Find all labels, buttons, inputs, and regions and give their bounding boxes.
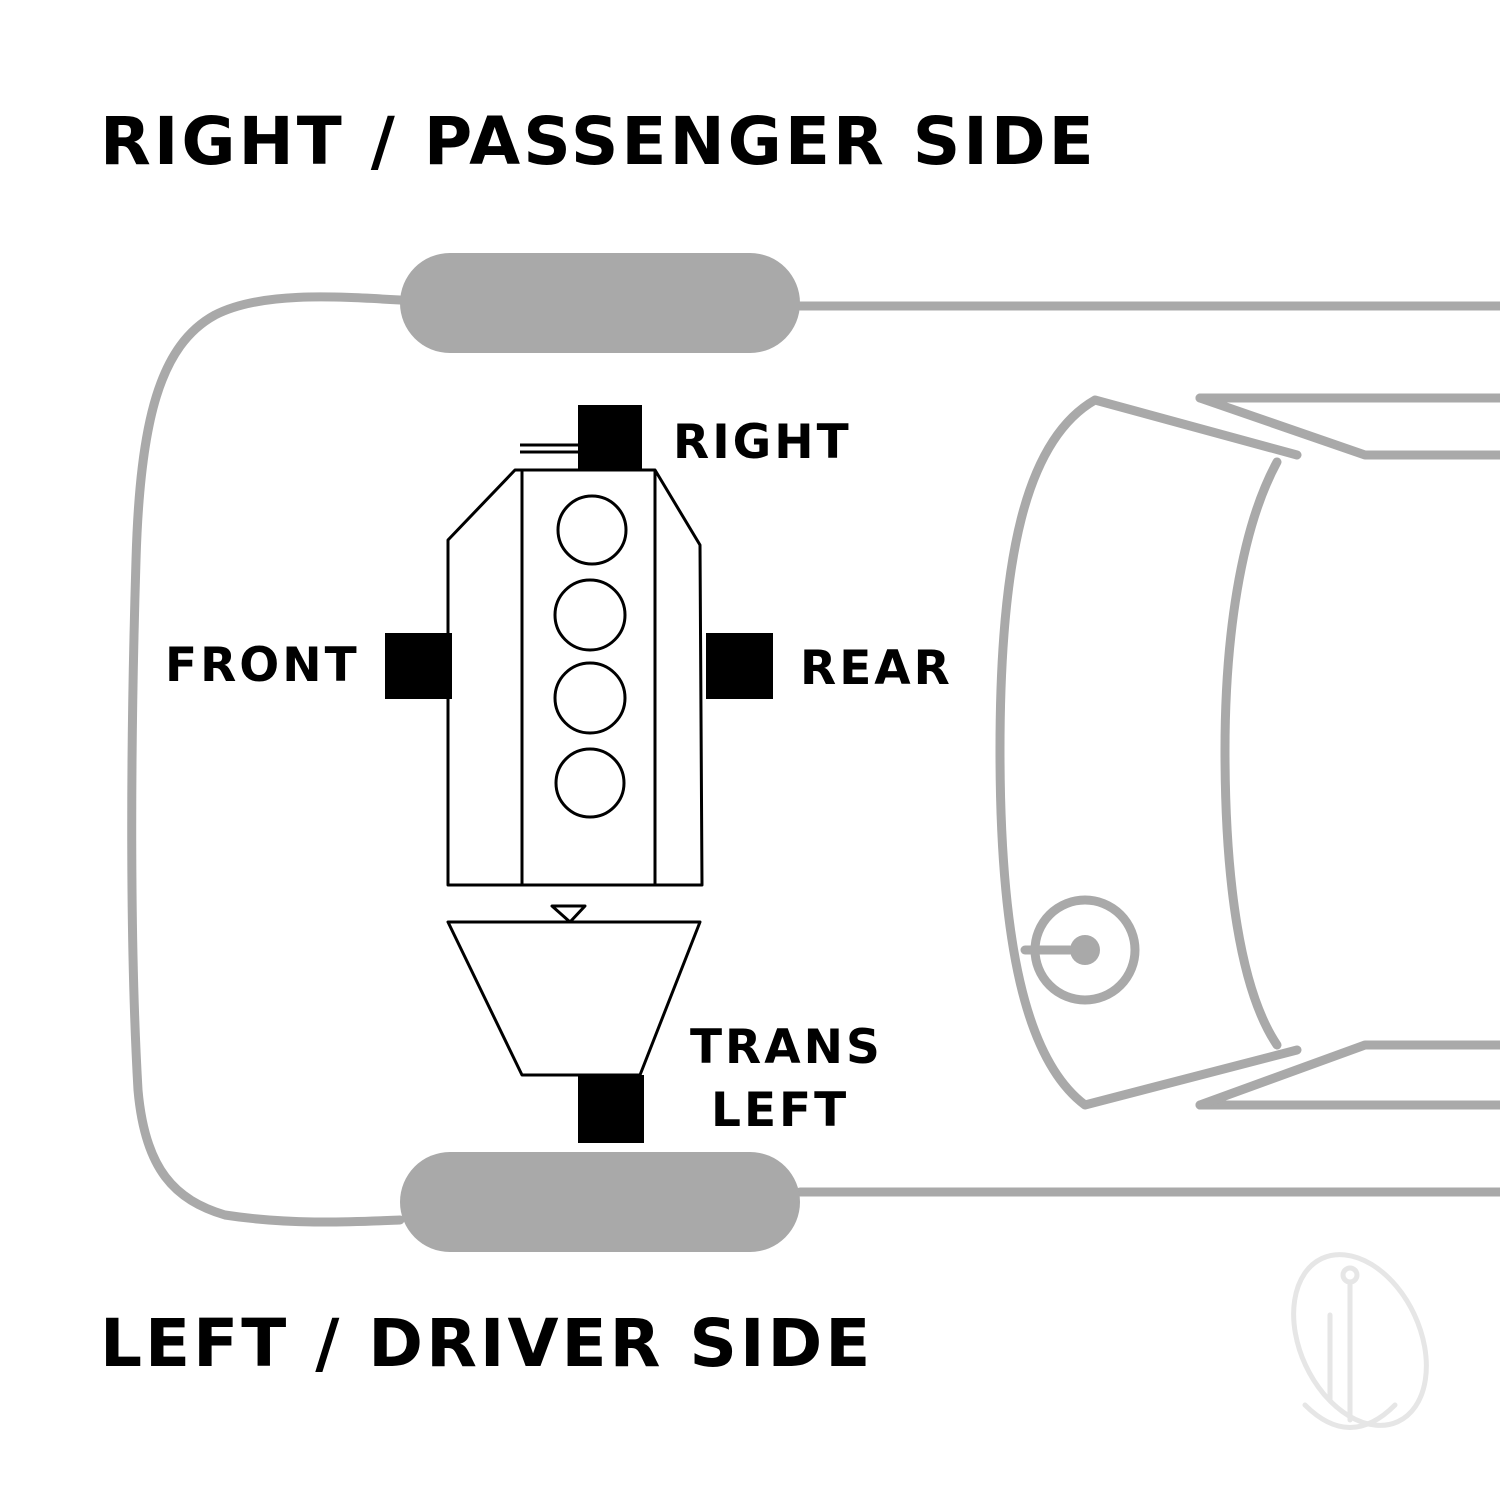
a-pillar-right-lower xyxy=(1195,393,1500,460)
car-body-outline xyxy=(127,292,1500,1227)
trans-left-mount xyxy=(578,1075,644,1143)
cylinder-2 xyxy=(553,578,627,652)
rear-mount-label: REAR xyxy=(800,641,953,696)
windshield-outer-outline xyxy=(995,395,1302,1110)
front-mount xyxy=(385,633,452,699)
transmission xyxy=(446,904,702,1077)
right-mount xyxy=(578,405,642,471)
engine-block xyxy=(446,443,704,887)
right-mount-label: RIGHT xyxy=(673,415,852,470)
cylinder-3 xyxy=(553,661,627,735)
tire-front-left xyxy=(400,1152,800,1252)
front-mount-label: FRONT xyxy=(165,638,360,693)
rear-mount xyxy=(706,633,773,699)
trans-mount-label-line1: TRANS xyxy=(690,1020,883,1075)
steering-wheel xyxy=(1020,895,1140,1005)
cylinder-1 xyxy=(556,494,628,566)
top-side-heading: RIGHT / PASSENGER SIDE xyxy=(100,103,1097,180)
transmission-vent xyxy=(550,904,587,924)
anchor-logo-watermark-icon xyxy=(1291,1252,1429,1430)
transmission-outline xyxy=(446,920,702,1077)
cylinder-4 xyxy=(554,747,626,819)
front-bumper-outline xyxy=(127,292,405,1227)
steering-wheel-hub xyxy=(1070,935,1100,965)
tire-front-right xyxy=(400,253,800,353)
windshield-inner-outline xyxy=(1220,457,1282,1050)
bottom-side-heading: LEFT / DRIVER SIDE xyxy=(100,1305,873,1382)
trans-mount-label-line2: LEFT xyxy=(711,1083,849,1138)
a-pillar-left-lower xyxy=(1195,1040,1500,1110)
